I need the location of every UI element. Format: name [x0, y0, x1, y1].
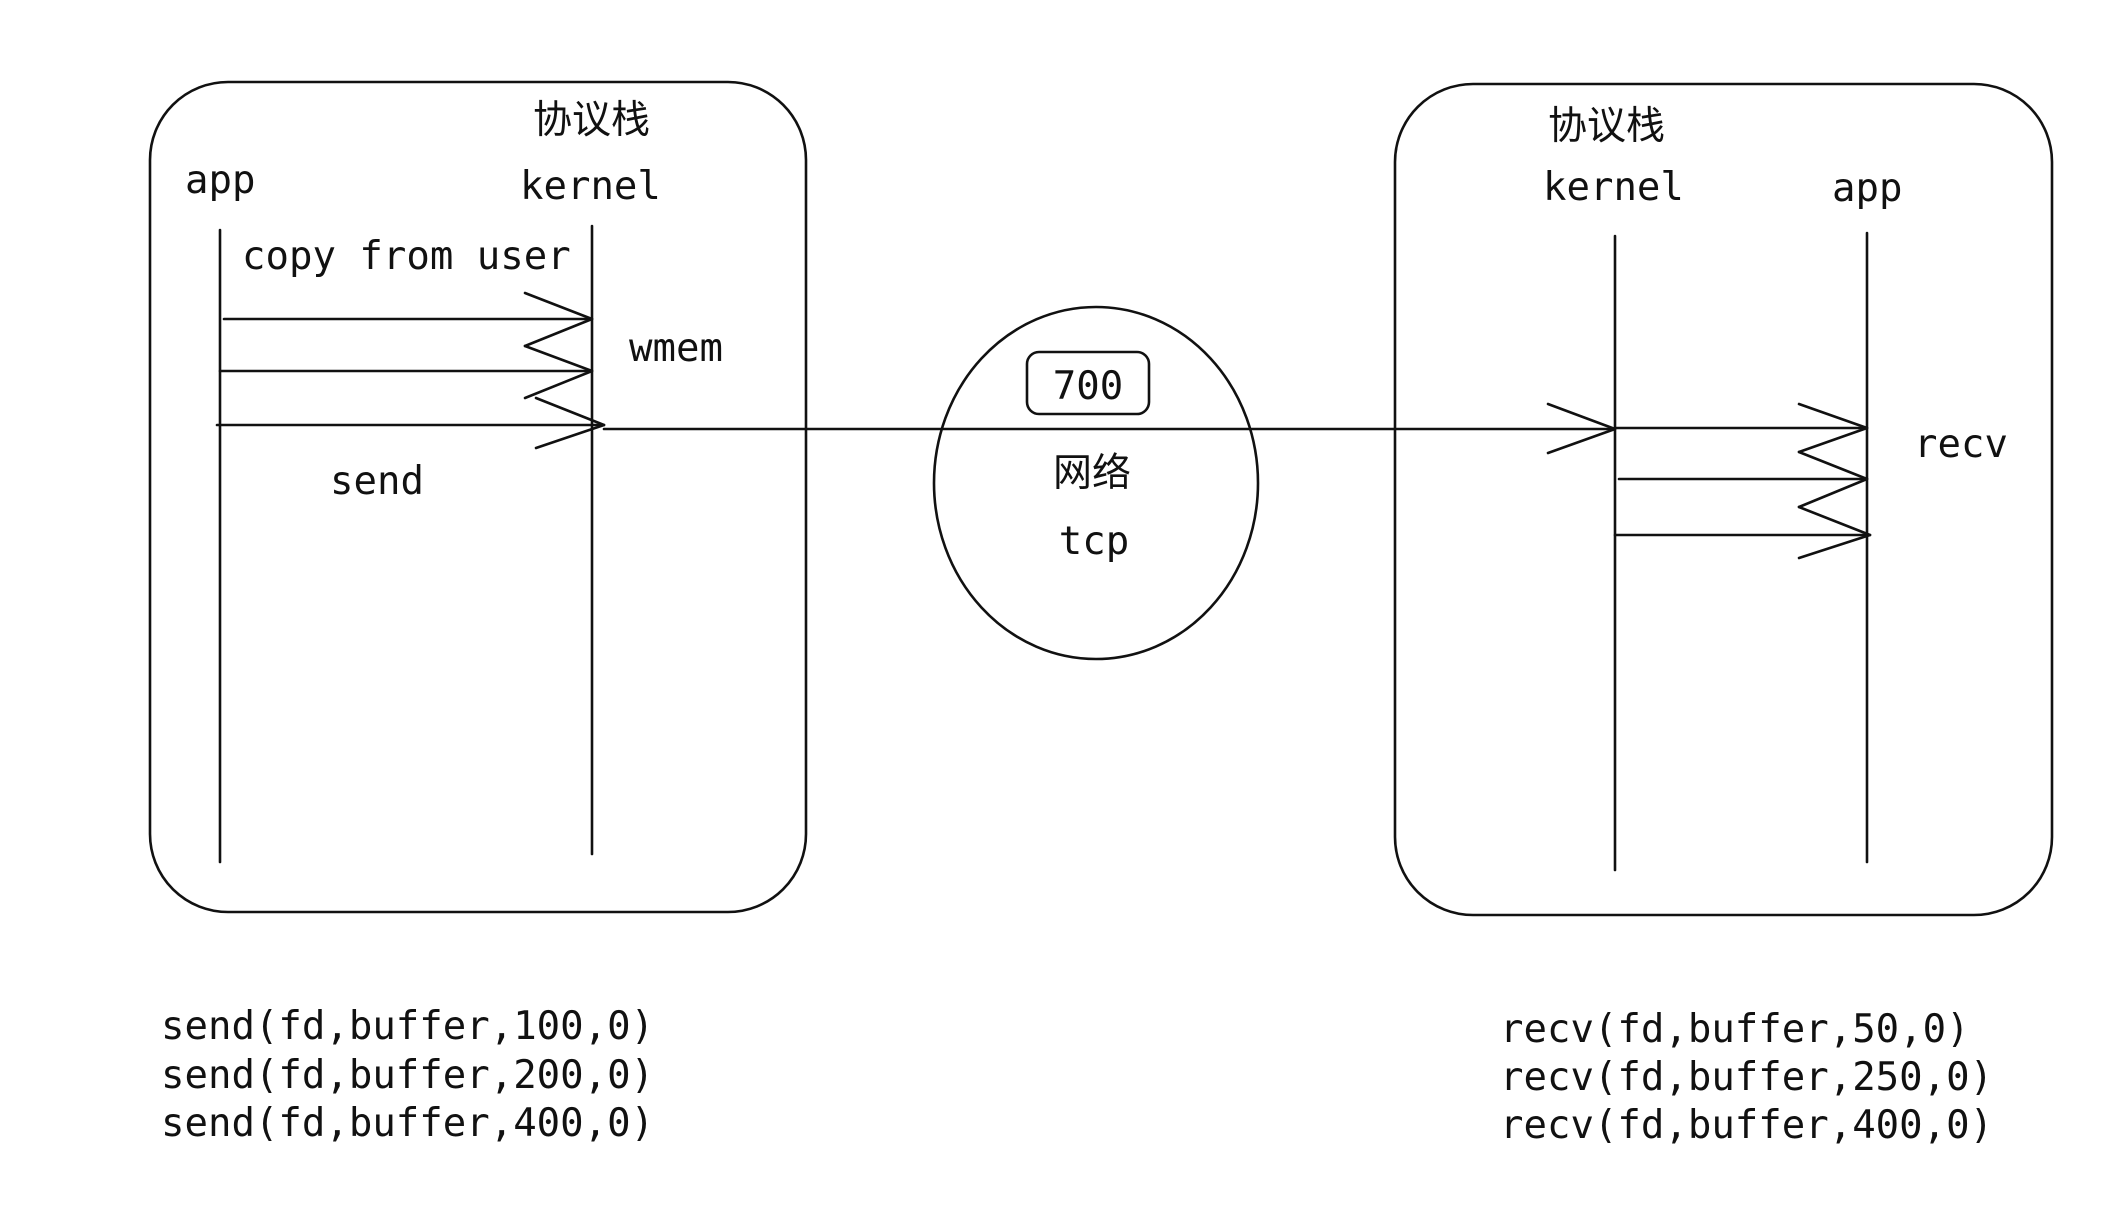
- sender-copy-arrow: [218, 344, 594, 400]
- network-count: 700: [1053, 364, 1123, 409]
- network-protocol: tcp: [1059, 519, 1129, 564]
- sender-stack-label: 协议栈: [533, 98, 650, 143]
- sender-call-list: send(fd,buffer,100,0) send(fd,buffer,200…: [161, 1004, 654, 1146]
- sender-app-label: app: [185, 158, 255, 203]
- sender-host: 协议栈 app kernel copy from user wmem send: [148, 80, 808, 914]
- sender-action-label: send: [330, 459, 424, 504]
- network-count-badge: [1025, 350, 1151, 416]
- receiver-recv-arrow: [1613, 402, 1869, 454]
- receiver-recv-arrow: [1613, 505, 1872, 560]
- sender-call: send(fd,buffer,100,0): [161, 1004, 654, 1049]
- receiver-kernel-label: kernel: [1543, 165, 1684, 210]
- sender-copy-label: copy from user: [242, 234, 571, 279]
- sender-kernel-label: kernel: [520, 164, 661, 209]
- network: 700 网络 tcp: [602, 305, 1617, 661]
- network-label: 网络: [1053, 451, 1131, 496]
- receiver-stack-label: 协议栈: [1548, 104, 1665, 149]
- sender-call: send(fd,buffer,400,0): [161, 1101, 654, 1146]
- sender-copy-arrow: [215, 396, 606, 450]
- receiver-call: recv(fd,buffer,50,0): [1500, 1007, 1970, 1052]
- receiver-call: recv(fd,buffer,250,0): [1500, 1055, 1993, 1100]
- receiver-recv-arrow: [1617, 450, 1869, 509]
- receiver-host: 协议栈 kernel app recv: [1393, 82, 2054, 917]
- receiver-app-label: app: [1832, 166, 1902, 211]
- receiver-box: [1393, 82, 2054, 917]
- receiver-call-list: recv(fd,buffer,50,0) recv(fd,buffer,250,…: [1500, 1007, 1993, 1148]
- sender-buffer-label: wmem: [629, 326, 723, 371]
- sender-call: send(fd,buffer,200,0): [161, 1053, 654, 1098]
- network-ellipse: [932, 305, 1260, 661]
- sender-box: [148, 80, 808, 914]
- sender-copy-arrow: [222, 291, 594, 348]
- receiver-call: recv(fd,buffer,400,0): [1500, 1103, 1993, 1148]
- receiver-action-label: recv: [1914, 422, 2008, 467]
